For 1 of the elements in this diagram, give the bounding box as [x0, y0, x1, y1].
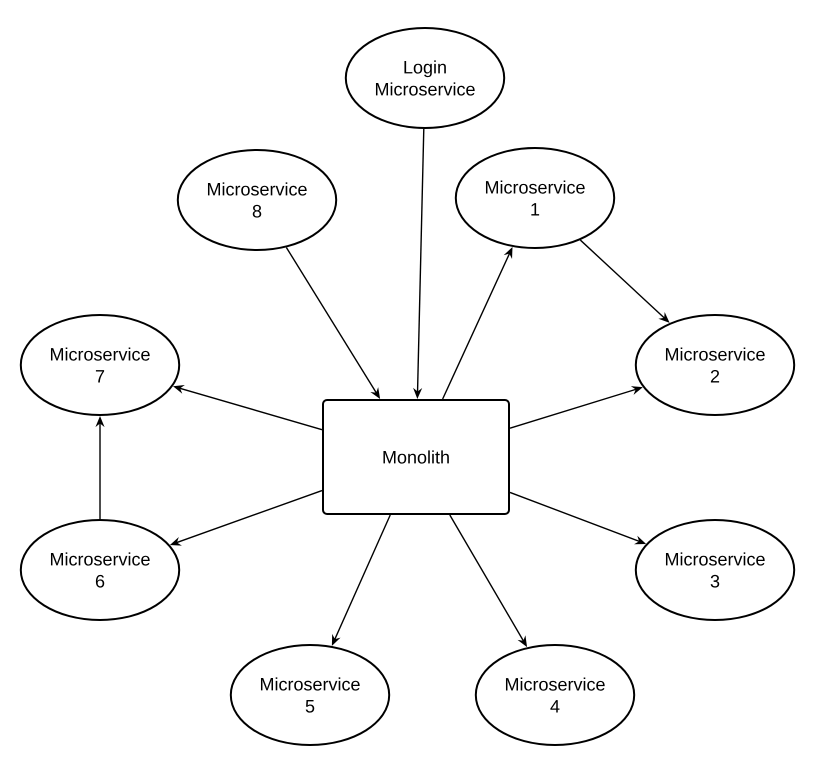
- monolith-box: Monolith: [322, 399, 510, 515]
